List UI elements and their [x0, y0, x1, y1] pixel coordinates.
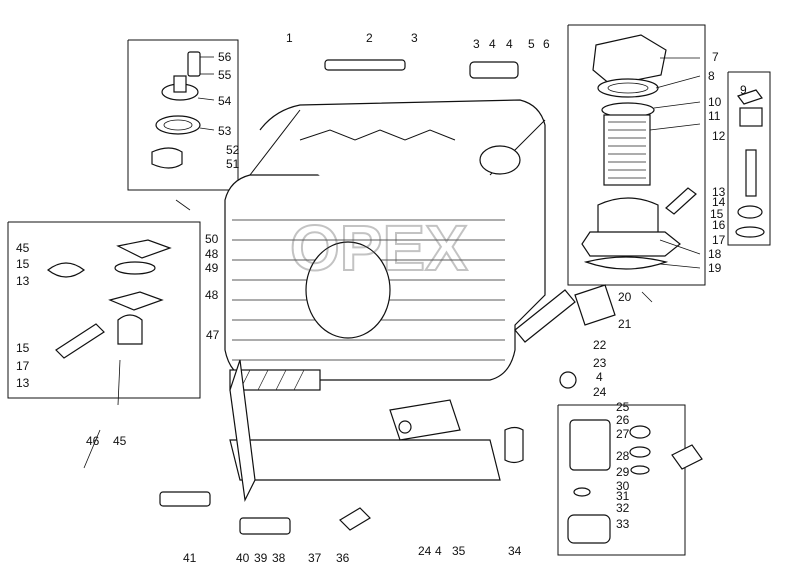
- callout-25: 25: [616, 400, 630, 414]
- callout-28: 28: [616, 449, 630, 463]
- callout-27: 27: [616, 427, 630, 441]
- callout-12: 12: [712, 129, 726, 143]
- callout-45b: 45: [113, 434, 127, 448]
- loose-parts: [159, 59, 519, 535]
- callout-32: 32: [616, 501, 630, 515]
- callout-4b: 4: [506, 37, 513, 51]
- callout-24b: 24: [418, 544, 432, 558]
- callout-56: 56: [218, 50, 232, 64]
- callout-1: 1: [286, 31, 293, 45]
- callout-6: 6: [543, 37, 550, 51]
- callout-13a: 13: [712, 185, 726, 199]
- callout-19: 19: [708, 261, 722, 275]
- callout-11: 11: [708, 109, 721, 123]
- callout-35: 35: [452, 544, 466, 558]
- callout-5: 5: [528, 37, 535, 51]
- callout-55: 55: [218, 68, 232, 82]
- callout-48a: 48: [205, 247, 219, 261]
- watermark-logo: OPEX: [290, 212, 468, 284]
- callout-47: 47: [206, 328, 220, 342]
- callout-40: 40: [236, 551, 250, 565]
- callout-13c: 13: [16, 376, 30, 390]
- callout-24a: 24: [593, 385, 607, 399]
- callout-30: 30: [616, 479, 630, 493]
- callout-20: 20: [618, 290, 632, 304]
- callout-4a: 4: [489, 37, 496, 51]
- inset-valve: [727, 71, 771, 246]
- callout-labels: 1 2 3 3 4 4 5 6 7 8 9 10 11 12 13 14 15 …: [16, 31, 747, 565]
- callout-46: 46: [86, 434, 100, 448]
- callout-18: 18: [708, 247, 722, 261]
- callout-45a: 45: [16, 241, 30, 255]
- callout-16: 16: [712, 218, 726, 232]
- callout-34: 34: [508, 544, 522, 558]
- callout-14: 14: [712, 195, 726, 209]
- callout-15a: 15: [710, 207, 724, 221]
- callout-15c: 15: [16, 341, 30, 355]
- callout-51: 51: [226, 157, 240, 171]
- callout-4d: 4: [435, 544, 442, 558]
- callout-48b: 48: [205, 288, 219, 302]
- callout-10: 10: [708, 95, 722, 109]
- callout-26: 26: [616, 413, 630, 427]
- callout-2: 2: [366, 31, 373, 45]
- fuel-tank-body: [224, 99, 546, 391]
- callout-52: 52: [226, 143, 240, 157]
- callout-31: 31: [616, 489, 630, 503]
- callout-29: 29: [616, 465, 630, 479]
- callout-8: 8: [708, 69, 715, 83]
- callout-15b: 15: [16, 257, 30, 271]
- callout-3a: 3: [411, 31, 418, 45]
- mounting-frame: [229, 284, 616, 503]
- callout-21: 21: [618, 317, 632, 331]
- callout-41: 41: [183, 551, 197, 565]
- inset-filler-cap: [127, 39, 239, 211]
- callout-38: 38: [272, 551, 286, 565]
- callout-33: 33: [616, 517, 630, 531]
- callout-7: 7: [712, 50, 719, 64]
- callout-17b: 17: [16, 359, 30, 373]
- callout-39: 39: [254, 551, 268, 565]
- callout-37: 37: [308, 551, 322, 565]
- callout-50: 50: [205, 232, 219, 246]
- callout-9: 9: [740, 83, 747, 97]
- callout-23: 23: [593, 356, 607, 370]
- callout-3b: 3: [473, 37, 480, 51]
- callout-36: 36: [336, 551, 350, 565]
- callout-4c: 4: [596, 370, 603, 384]
- inset-brackets: [7, 221, 201, 469]
- callout-22: 22: [593, 338, 607, 352]
- inset-drain-assembly: [557, 404, 703, 556]
- callout-53: 53: [218, 124, 232, 138]
- callout-54: 54: [218, 94, 232, 108]
- callout-17a: 17: [712, 233, 726, 247]
- callout-13b: 13: [16, 274, 30, 288]
- inset-filter-assembly: [567, 24, 706, 303]
- callout-49: 49: [205, 261, 219, 275]
